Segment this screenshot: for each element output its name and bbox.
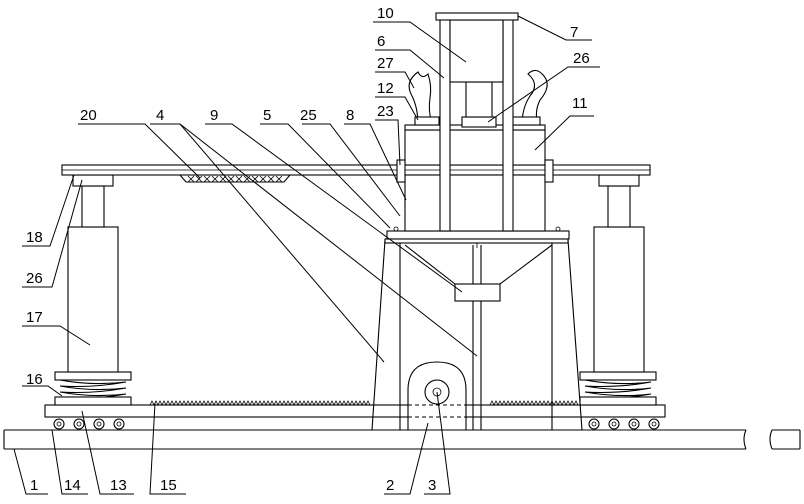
rack: [149, 400, 579, 406]
label-26-left: 26: [26, 270, 43, 287]
label-17: 17: [26, 309, 43, 326]
rollers-right: [588, 418, 660, 430]
label-1: 1: [30, 477, 38, 494]
leader-lines: [13, 15, 600, 495]
support-frame: [371, 239, 583, 431]
label-13: 13: [110, 477, 127, 494]
label-2: 2: [386, 477, 394, 494]
label-18: 18: [26, 229, 43, 246]
part-labels: 10 7 6 27 26 12 11 23 20 4 9 5 25 8 18 2…: [26, 5, 590, 494]
label-23: 23: [377, 103, 394, 120]
base-rail: [3, 429, 801, 450]
clamp-left: [408, 71, 440, 126]
label-14: 14: [64, 477, 81, 494]
top-cylinder: [435, 12, 519, 83]
label-16: 16: [26, 371, 43, 388]
label-8: 8: [346, 107, 354, 124]
sliding-plate: [44, 404, 666, 418]
label-25: 25: [300, 107, 317, 124]
label-20: 20: [80, 107, 97, 124]
label-6: 6: [377, 33, 385, 50]
label-3: 3: [428, 477, 436, 494]
spring-left: [54, 371, 132, 406]
top-plate: [61, 164, 651, 176]
label-26-top: 26: [573, 50, 590, 67]
hopper: [404, 244, 553, 302]
rollers-left: [53, 418, 125, 430]
spring-right: [579, 371, 657, 406]
label-27: 27: [377, 55, 394, 72]
label-12: 12: [377, 80, 394, 97]
label-10: 10: [377, 5, 394, 22]
label-7: 7: [570, 24, 578, 41]
label-5: 5: [263, 107, 271, 124]
friction-pad: [179, 174, 291, 183]
clamp-right: [511, 69, 548, 126]
cylinder-right: [593, 174, 645, 373]
drive-shaft: [472, 222, 482, 430]
label-11: 11: [572, 95, 588, 112]
motor-housing: [407, 361, 470, 431]
label-4: 4: [156, 107, 164, 124]
label-15: 15: [160, 477, 177, 494]
main-body: [396, 124, 557, 232]
label-9: 9: [210, 107, 218, 124]
